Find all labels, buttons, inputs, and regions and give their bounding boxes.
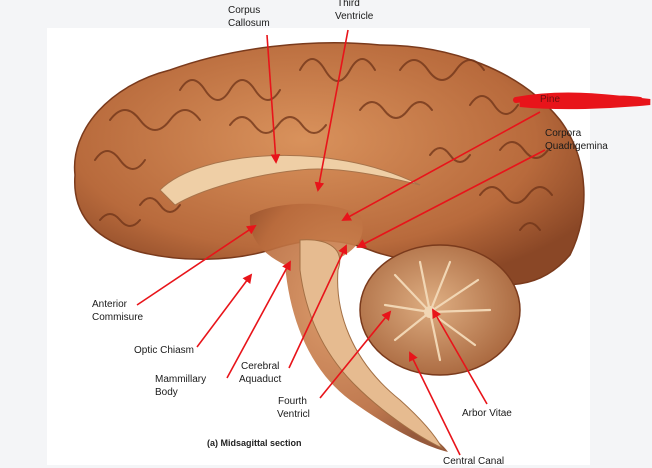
arrow-cerebral-aquaduct xyxy=(288,244,348,369)
arrow-mammillary-body xyxy=(226,260,291,379)
arrow-corpora-quadrigemina xyxy=(356,149,546,248)
label-fourth-ventricle-line1: Fourth xyxy=(278,396,307,407)
label-cerebral-aquaduct-line1: Cerebral xyxy=(241,361,280,372)
label-corpora-quadrigemina-line2: Quadrigemina xyxy=(545,141,608,152)
label-third-ventricle-line1: Third xyxy=(337,0,360,9)
label-optic-chiasm: Optic Chiasm xyxy=(134,345,195,356)
figure-caption: (a) Midsagittal section xyxy=(207,438,302,448)
brainstem-core xyxy=(299,239,444,450)
label-mammillary-body-line2: Body xyxy=(155,387,178,398)
gyri xyxy=(94,58,553,231)
corpus-callosum xyxy=(159,154,421,206)
label-pineal-partial: Pine xyxy=(540,94,561,105)
arrow-corpus-callosum xyxy=(266,34,281,164)
brainstem xyxy=(249,203,448,452)
arrow-anterior-commisure xyxy=(136,224,257,306)
arrow-third-ventricle xyxy=(314,29,349,192)
label-central-canal: Central Canal xyxy=(443,456,505,467)
label-cerebral-aquaduct-line2: Aquaduct xyxy=(239,374,282,385)
label-third-ventricle-line2: Ventricle xyxy=(335,11,374,22)
label-corpora-quadrigemina-line1: Corpora xyxy=(545,128,582,139)
arrow-fourth-ventricle xyxy=(319,310,392,399)
label-anterior-commisure-line2: Commisure xyxy=(92,312,144,323)
pointer-arrows xyxy=(136,29,546,456)
label-corpus-callosum-line2: Callosum xyxy=(228,18,270,29)
label-fourth-ventricle-line2: Ventricl xyxy=(277,409,310,420)
label-corpus-callosum-line1: Corpus xyxy=(228,5,261,16)
arrow-arbor-vitae xyxy=(432,308,488,405)
label-arbor-vitae: Arbor Vitae xyxy=(462,408,512,419)
label-mammillary-body-line1: Mammillary xyxy=(155,374,207,385)
arrow-central-canal xyxy=(409,351,461,456)
arrow-pineal xyxy=(341,111,541,221)
label-anterior-commisure-line1: Anterior xyxy=(92,299,128,310)
arrow-optic-chiasm xyxy=(196,273,253,348)
red-scribble xyxy=(513,92,651,110)
